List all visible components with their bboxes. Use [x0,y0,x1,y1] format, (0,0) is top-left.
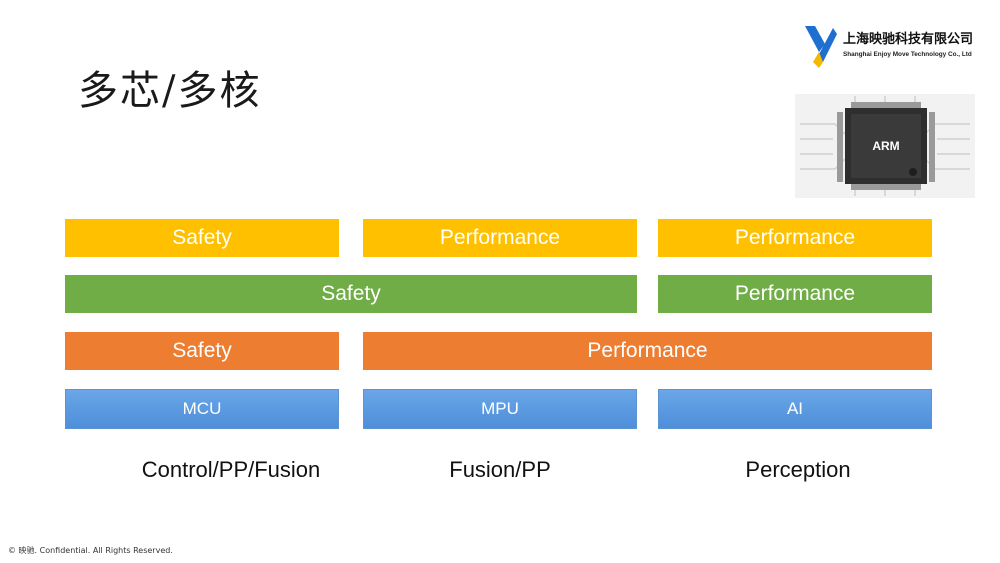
column-label-control: Control/PP/Fusion [141,457,321,482]
company-logo: 上海映驰科技有限公司 Shanghai Enjoy Move Technolog… [803,18,993,74]
company-name-en: Shanghai Enjoy Move Technology Co., Ltd [843,51,972,58]
enjoy-move-logo-icon [805,26,837,68]
company-name-cn: 上海映驰科技有限公司 [843,32,974,47]
mpu-block: MPU [363,389,637,429]
column-label-fusion: Fusion/PP [449,457,551,482]
row3-safety-bar: Safety [65,332,339,370]
ai-block: AI [658,389,932,429]
column-label-perception: Perception [745,457,851,482]
row3-performance-bar: Performance [363,332,932,370]
row2-safety-bar: Safety [65,275,637,313]
slide-title: 多芯/多核 [78,68,262,114]
row1-performance-bar-mpu: Performance [363,219,637,257]
mcu-block: MCU [65,389,339,429]
confidential-footer: © 映驰. Confidential. All Rights Reserved. [8,546,173,555]
row2-performance-bar: Performance [658,275,932,313]
arm-chip-image: ARM [795,94,975,198]
chip-label: ARM [872,139,899,153]
row1-performance-bar-ai: Performance [658,219,932,257]
row1-safety-bar: Safety [65,219,339,257]
